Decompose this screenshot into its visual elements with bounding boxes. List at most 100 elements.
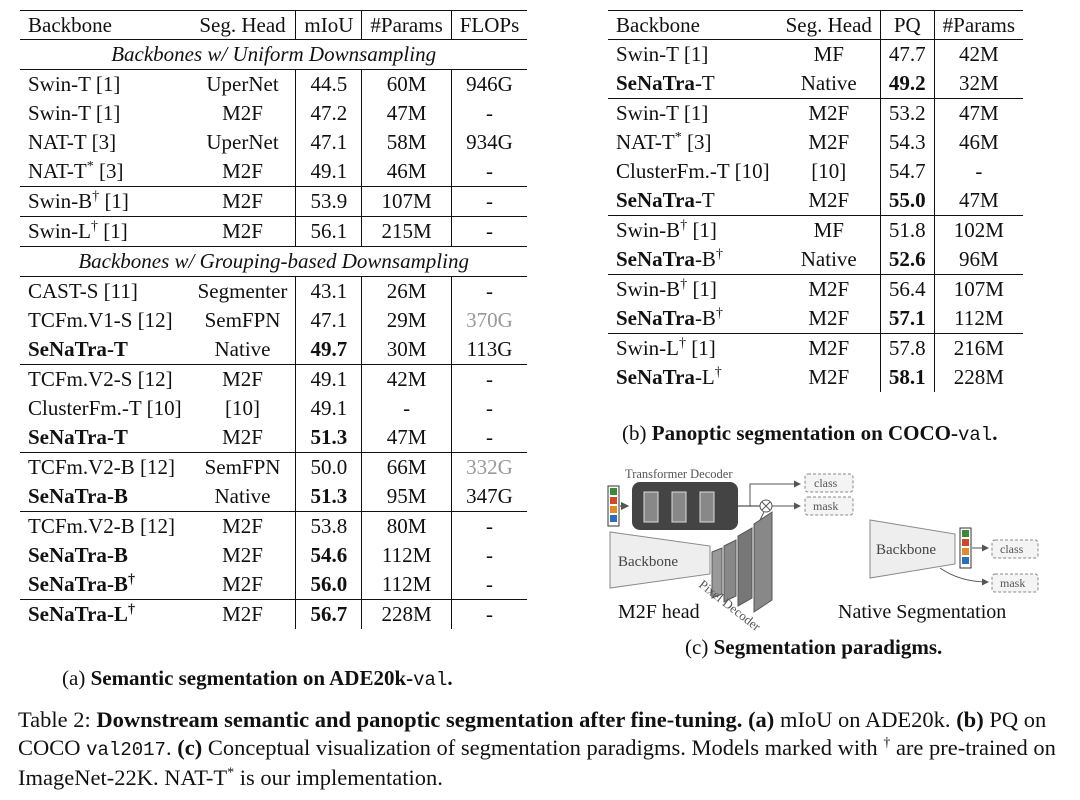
cell-seg-head: M2F	[189, 216, 296, 247]
table-semantic-segmentation: Backbone Seg. Head mIoU #Params FLOPs Ba…	[20, 10, 528, 629]
native-class-label: class	[1000, 542, 1024, 556]
cell-backbone: Swin-B† [1]	[608, 215, 778, 245]
table-row: Swin-T [1] UperNet 44.5 60M 946G	[20, 69, 528, 99]
segmentation-paradigms-diagram: Transformer Decoder class mask Backbone …	[607, 467, 1039, 634]
cell-seg-head: [10]	[811, 159, 847, 183]
cell-miou: 51.3	[295, 482, 362, 512]
cell-params: 228M	[361, 599, 452, 629]
cell-params: 58M	[361, 128, 452, 157]
cell-flops: -	[450, 216, 528, 247]
cell-backbone: SeNaTra-T	[28, 337, 128, 361]
cell-params: 46M	[361, 157, 452, 187]
table-row: Swin-B† [1] M2F 56.4 107M	[608, 274, 1023, 304]
backbone-shape	[609, 531, 711, 589]
cell-seg-head: M2F	[189, 364, 296, 394]
col-header-backbone: Backbone	[608, 10, 778, 40]
cell-pq: 49.2	[879, 69, 935, 99]
cell-flops: 370G	[450, 306, 528, 335]
native-segmentation-label: Native Segmentation	[838, 601, 1006, 623]
cell-params: 47M	[361, 99, 452, 128]
cell-miou: 47.1	[295, 306, 362, 335]
cell-backbone: TCFm.V2-B [12]	[20, 511, 190, 541]
cell-seg-head: Segmenter	[197, 279, 288, 303]
section-row: Backbones w/ Uniform Downsampling	[20, 39, 528, 70]
cell-backbone: NAT-T* [3]	[616, 130, 712, 154]
cell-params: 47M	[933, 98, 1023, 128]
cell-params: 107M	[361, 186, 452, 217]
table-b-header: Backbone Seg. Head PQ #Params	[608, 10, 1023, 40]
cell-seg-head: M2F	[222, 543, 263, 567]
backbone-label: Backbone	[618, 554, 678, 570]
cell-params: 60M	[361, 69, 452, 99]
col-header-params: #Params	[361, 10, 452, 40]
cell-seg-head: M2F	[222, 101, 263, 125]
table-row: SeNaTra-B† M2F 57.1 112M	[608, 304, 1023, 334]
cell-seg-head: M2F	[189, 599, 296, 629]
table-row: SeNaTra-T M2F 51.3 47M -	[20, 423, 528, 453]
table-row: Swin-B† [1] M2F 53.9 107M -	[20, 186, 528, 217]
cell-flops: -	[450, 99, 528, 128]
cell-seg-head: M2F	[222, 425, 263, 449]
table-caption: Table 2: Downstream semantic and panopti…	[18, 707, 1056, 790]
col-header-miou: mIoU	[295, 10, 362, 40]
table-row: SeNaTra-L† M2F 56.7 228M -	[20, 599, 528, 629]
cell-backbone: SeNaTra-L†	[20, 599, 190, 629]
cell-params: 228M	[933, 363, 1023, 392]
cell-backbone: Swin-T [1]	[608, 98, 778, 128]
cell-params: 107M	[933, 274, 1023, 304]
cell-backbone: SeNaTra-T	[616, 188, 715, 212]
cell-params: 32M	[933, 69, 1023, 99]
cell-seg-head: M2F	[808, 188, 850, 212]
col-header-params: #Params	[933, 10, 1023, 40]
cell-params: 102M	[933, 215, 1023, 245]
table-panoptic-segmentation: Backbone Seg. Head PQ #Params Swin-T [1]…	[608, 10, 1023, 392]
table-row: SeNaTra-B† Native 52.6 96M	[608, 245, 1023, 275]
cell-seg-head: M2F	[808, 306, 850, 330]
cell-backbone: Swin-B† [1]	[20, 186, 190, 217]
table-row: TCFm.V2-B [12] M2F 53.8 80M -	[20, 511, 528, 541]
cell-backbone: SeNaTra-L†	[616, 365, 722, 389]
cell-pq: 53.2	[879, 98, 935, 128]
table-row: SeNaTra-T Native 49.7 30M 113G	[20, 335, 528, 365]
cell-miou: 56.0	[295, 570, 362, 600]
cell-flops: 946G	[450, 69, 528, 99]
cell-backbone: Swin-L† [1]	[608, 333, 778, 363]
cell-miou: 50.0	[295, 452, 362, 482]
cell-seg-head: Native	[800, 71, 857, 95]
cell-flops: -	[450, 599, 528, 629]
cell-flops: -	[450, 511, 528, 541]
cell-params: 29M	[361, 306, 452, 335]
native-backbone-label: Backbone	[876, 542, 936, 558]
col-header-pq: PQ	[879, 10, 935, 40]
cell-pq: 47.7	[879, 39, 935, 69]
table-row: SeNaTra-L† M2F 58.1 228M	[608, 363, 1023, 392]
table-row: SeNaTra-T Native 49.2 32M	[608, 69, 1023, 99]
table-row: Swin-B† [1] MF 51.8 102M	[608, 215, 1023, 245]
cell-miou: 54.6	[295, 541, 362, 570]
cell-params: 112M	[361, 570, 452, 600]
table-row: Swin-T [1] M2F 47.2 47M -	[20, 99, 528, 128]
cell-flops: -	[450, 541, 528, 570]
cell-backbone: ClusterFm.-T [10]	[28, 396, 182, 420]
cell-params: 42M	[361, 364, 452, 394]
cell-seg-head: M2F	[222, 572, 263, 596]
cell-params: 66M	[361, 452, 452, 482]
cell-backbone: SeNaTra-B†	[616, 306, 723, 330]
cell-backbone: TCFm.V2-B [12]	[20, 452, 190, 482]
cell-pq: 54.3	[879, 128, 935, 157]
table-row: TCFm.V2-B [12] SemFPN 50.0 66M 332G	[20, 452, 528, 482]
section-title: Backbones w/ Uniform Downsampling	[20, 39, 528, 70]
table-row: SeNaTra-B† M2F 56.0 112M -	[20, 570, 528, 600]
cell-seg-head: M2F	[189, 186, 296, 217]
cell-params: 26M	[361, 276, 452, 306]
table-row: NAT-T* [3] M2F 54.3 46M	[608, 128, 1023, 157]
table-row: ClusterFm.-T [10] [10] 49.1 - -	[20, 394, 528, 423]
section-title: Backbones w/ Grouping-based Downsampling	[20, 246, 528, 277]
mask-output-label: mask	[813, 499, 838, 513]
table-row: Swin-T [1] M2F 53.2 47M	[608, 98, 1023, 128]
cell-miou: 47.2	[295, 99, 362, 128]
cell-seg-head: UperNet	[206, 72, 279, 96]
table-row: SeNaTra-B M2F 54.6 112M -	[20, 541, 528, 570]
cell-seg-head: M2F	[808, 365, 850, 389]
cell-seg-head: M2F	[222, 159, 263, 183]
